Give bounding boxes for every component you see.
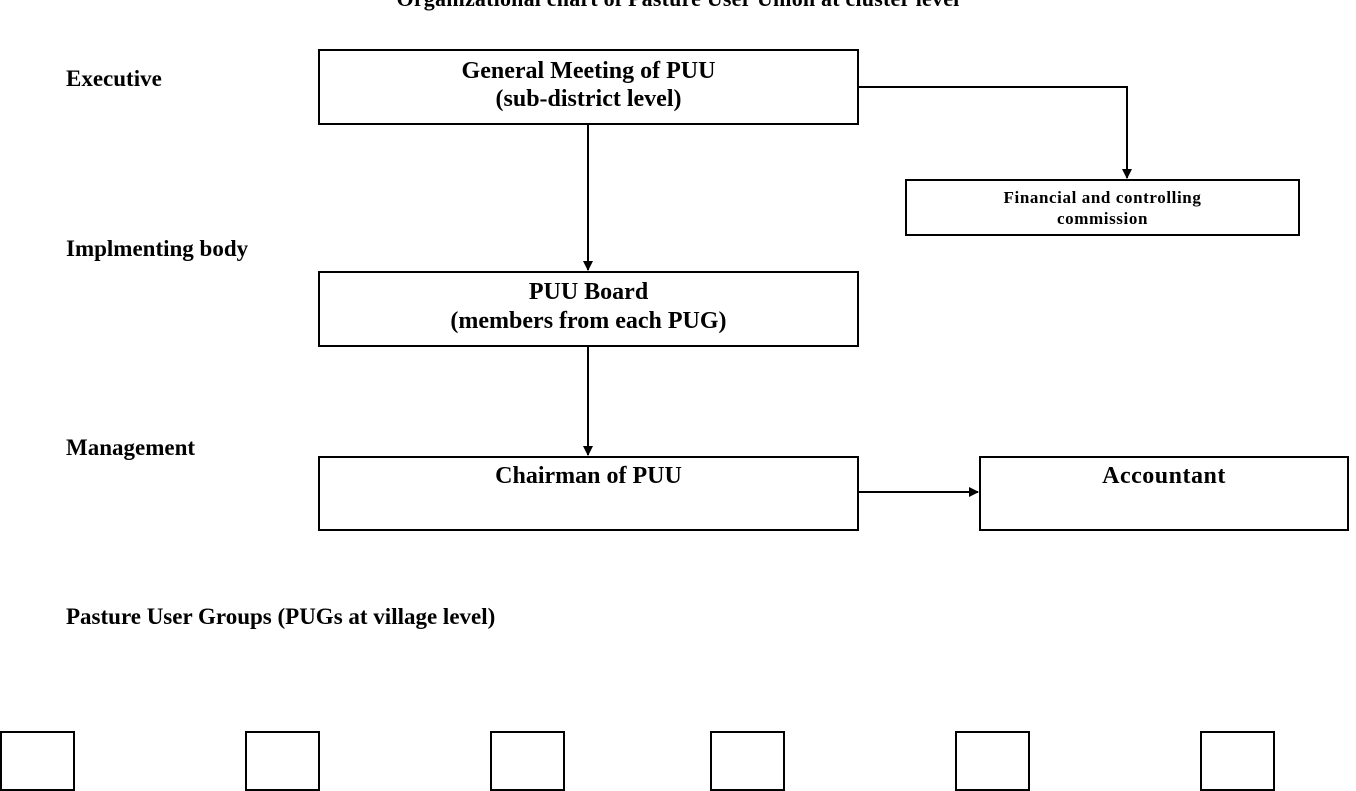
node-financial-commission-subtitle: commission <box>1057 209 1148 228</box>
node-puu-board-subtitle: (members from each PUG) <box>450 308 727 334</box>
level-label-pug: Pasture User Groups (PUGs at village lev… <box>66 604 496 629</box>
pug-box <box>955 731 1030 791</box>
pug-box <box>710 731 785 791</box>
node-financial-commission: Financial and controlling commission <box>905 179 1300 236</box>
pug-box <box>0 731 75 791</box>
pug-box <box>1200 731 1275 791</box>
node-financial-commission-title: Financial and controlling <box>1003 188 1202 207</box>
node-accountant-title: Accountant <box>1102 463 1226 489</box>
node-general-meeting: General Meeting of PUU (sub-district lev… <box>318 49 859 125</box>
connectors <box>583 86 1132 497</box>
chart-title: Organizational chart of Pasture User Uni… <box>0 0 1356 12</box>
node-chairman-title: Chairman of PUU <box>495 463 682 489</box>
node-general-meeting-subtitle: (sub-district level) <box>495 86 682 112</box>
edge-general-meeting-to-financial-commission <box>858 86 1132 179</box>
pug-box <box>245 731 320 791</box>
level-label-executive: Executive <box>66 66 162 91</box>
node-puu-board-title: PUU Board <box>528 279 649 305</box>
node-accountant: Accountant <box>979 456 1349 531</box>
node-chairman: Chairman of PUU <box>318 456 859 531</box>
level-label-implementing: Implmenting body <box>66 236 249 261</box>
node-general-meeting-title: General Meeting of PUU <box>461 58 716 84</box>
level-label-management: Management <box>66 435 196 460</box>
node-puu-board: PUU Board (members from each PUG) <box>318 271 859 347</box>
pug-box <box>490 731 565 791</box>
